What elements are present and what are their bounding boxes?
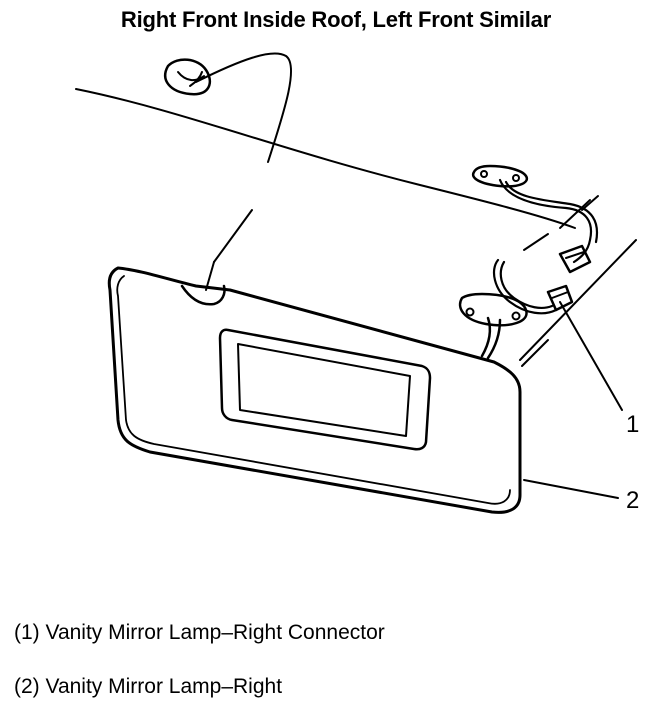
headliner-edge-line: [75, 88, 576, 229]
visor-retainer-rod: [195, 52, 293, 163]
diagram-title: Right Front Inside Roof, Left Front Simi…: [120, 7, 552, 32]
vanity-mirror-glass: [237, 343, 411, 437]
sun-visor-body: [107, 266, 522, 514]
headliner-right-edge-dash: [559, 199, 591, 229]
retainer-clip: [164, 58, 211, 96]
headliner-right-edge: [519, 239, 637, 361]
wiring-connector-lower: [546, 284, 574, 312]
callout-1-label: 1: [626, 411, 640, 438]
roof-connector-bracket: [471, 164, 529, 188]
wiring-harness: [498, 178, 593, 264]
legend-item-1: (1) Vanity Mirror Lamp–Right Connector: [14, 621, 385, 644]
callout-1-leader: [559, 301, 623, 411]
callout-2-label: 2: [626, 487, 640, 514]
callout-2-leader: [523, 479, 619, 499]
legend-item-2: (2) Vanity Mirror Lamp–Right: [14, 675, 283, 698]
wiring-connector-upper: [558, 244, 592, 274]
vanity-mirror-frame: [218, 328, 432, 451]
